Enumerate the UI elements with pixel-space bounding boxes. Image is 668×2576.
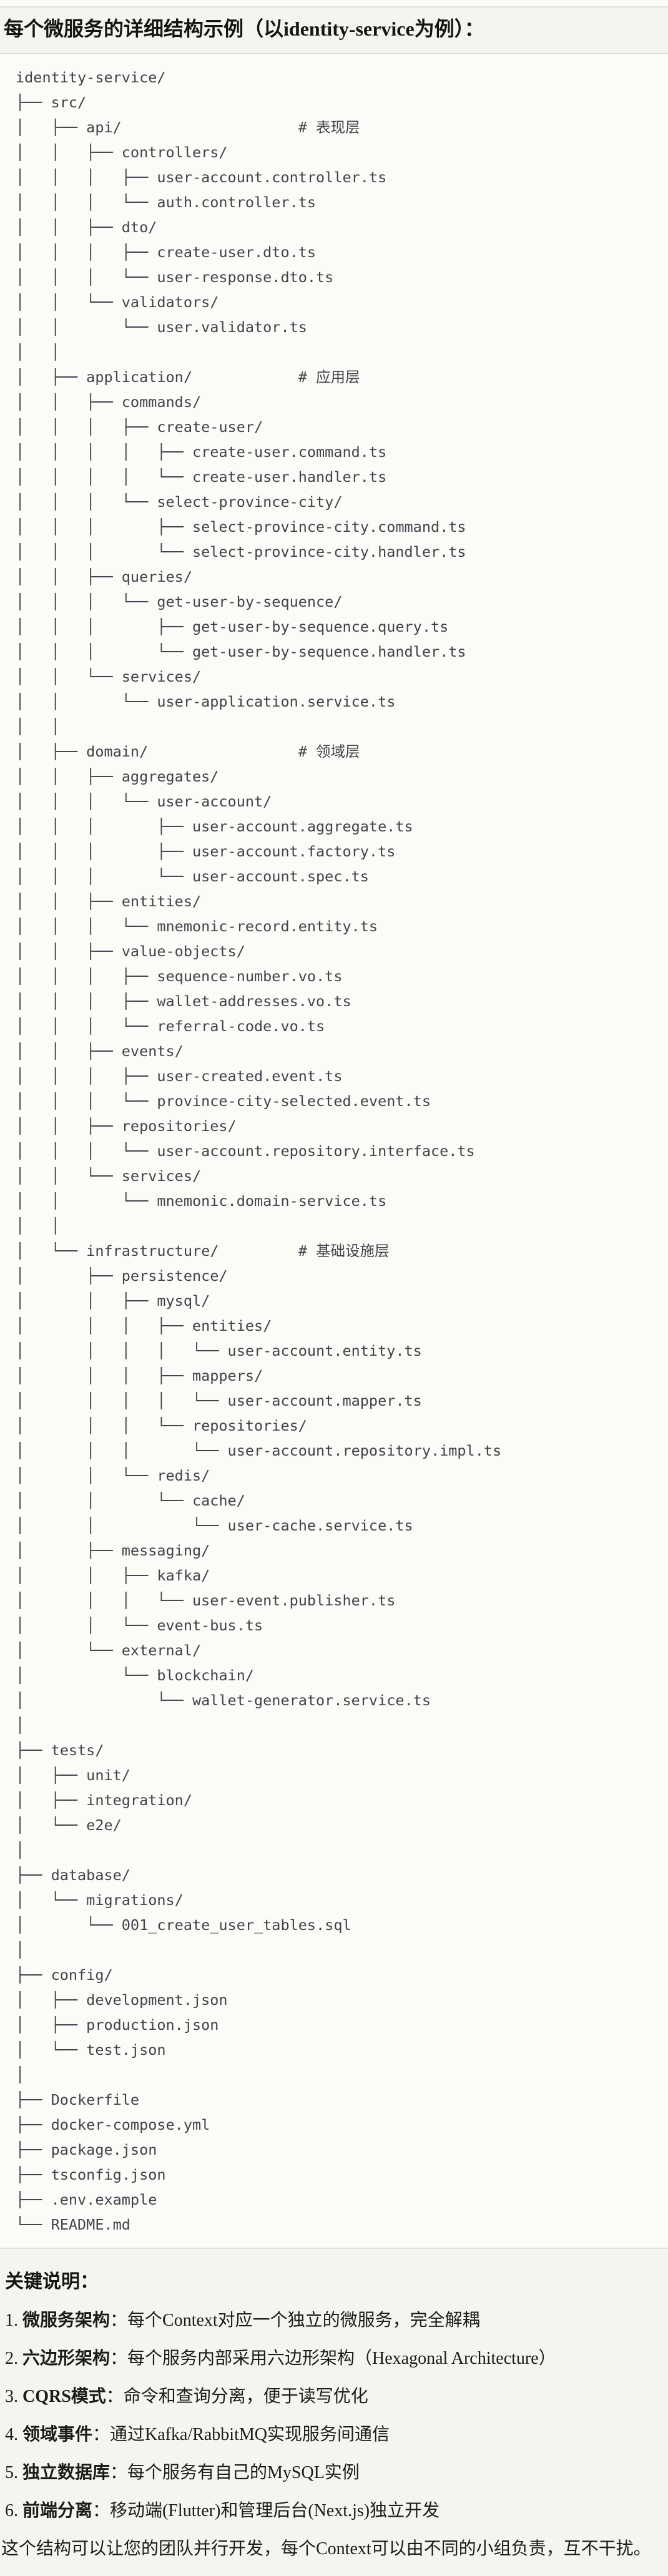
notes-footer: 这个结构可以让您的团队并行开发，每个Context可以由不同的小组负责，互不干扰… — [1, 2539, 651, 2559]
note-label: 前端分离 — [22, 2501, 93, 2520]
note-desc: ：每个Context对应一个独立的微服务，完全解耦 — [110, 2311, 480, 2330]
note-item-domain-events: 4.领域事件：通过Kafka/RabbitMQ实现服务间通信 — [5, 2424, 663, 2446]
note-label: 领域事件 — [22, 2425, 93, 2444]
note-label: 独立数据库 — [22, 2463, 111, 2482]
note-number: 1. — [5, 2311, 18, 2330]
note-number: 3. — [5, 2387, 18, 2406]
note-label: 六边形架构 — [22, 2349, 111, 2368]
note-item-frontend-split: 6.前端分离：移动端(Flutter)和管理后台(Next.js)独立开发 — [5, 2500, 663, 2522]
note-desc: ：移动端(Flutter)和管理后台(Next.js)独立开发 — [92, 2501, 440, 2520]
directory-tree: identity-service/ ├── src/ │ ├── api/ # … — [16, 69, 502, 2233]
note-desc: ：每个服务有自己的MySQL实例 — [110, 2463, 360, 2482]
notes-heading: 关键说明： — [5, 2271, 99, 2292]
note-item-hexagonal: 2.六边形架构：每个服务内部采用六边形架构（Hexagonal Architec… — [5, 2348, 663, 2369]
note-desc: ：每个服务内部采用六边形架构（Hexagonal Architecture） — [110, 2349, 556, 2368]
note-label: CQRS模式 — [22, 2387, 106, 2406]
notes-section: 关键说明： 1.微服务架构：每个Context对应一个独立的微服务，完全解耦 2… — [0, 2249, 668, 2576]
page-title: 每个微服务的详细结构示例（以identity-service为例）： — [4, 17, 484, 40]
note-item-microservice: 1.微服务架构：每个Context对应一个独立的微服务，完全解耦 — [5, 2310, 663, 2331]
note-number: 4. — [5, 2425, 18, 2444]
note-label: 微服务架构 — [22, 2311, 111, 2330]
note-number: 5. — [5, 2463, 18, 2482]
note-number: 6. — [5, 2501, 18, 2520]
note-item-cqrs: 3.CQRS模式：命令和查询分离，便于读写优化 — [5, 2386, 663, 2407]
note-desc: ：通过Kafka/RabbitMQ实现服务间通信 — [92, 2425, 390, 2444]
code-block: identity-service/ ├── src/ │ ├── api/ # … — [0, 53, 668, 2249]
note-item-independent-db: 5.独立数据库：每个服务有自己的MySQL实例 — [5, 2462, 663, 2484]
note-number: 2. — [5, 2349, 18, 2368]
note-desc: ：命令和查询分离，便于读写优化 — [106, 2387, 368, 2406]
previous-block-bottom-edge — [0, 0, 668, 7]
